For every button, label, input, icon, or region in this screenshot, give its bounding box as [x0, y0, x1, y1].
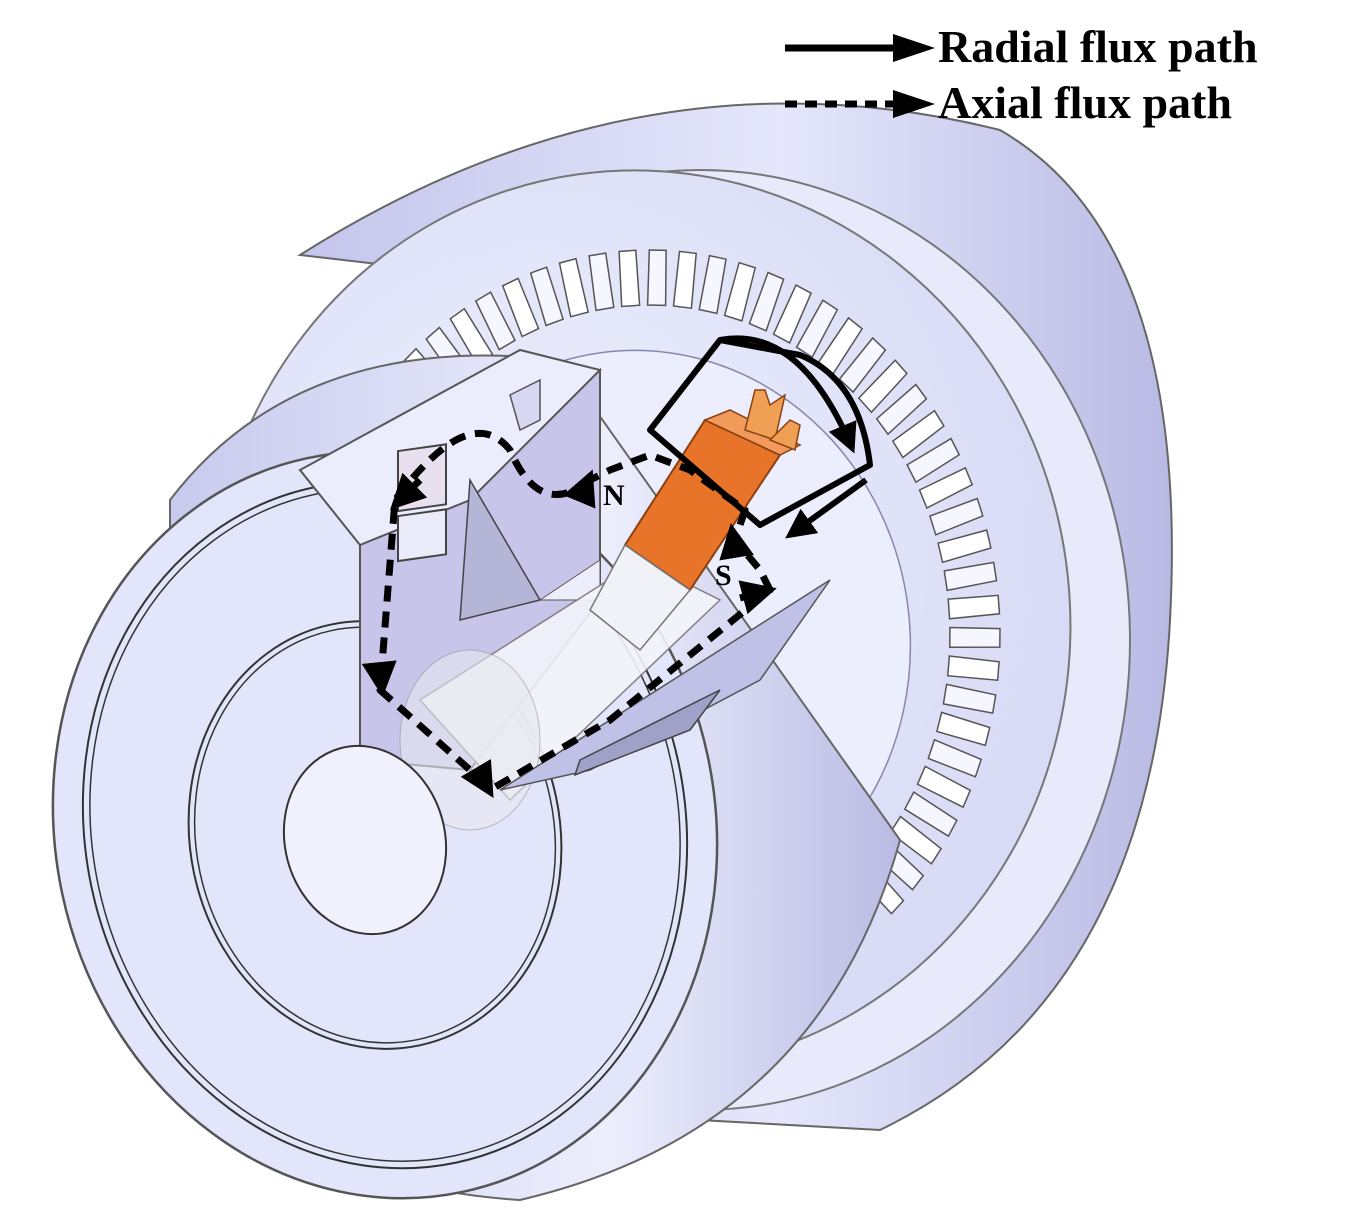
stator-slot [723, 261, 757, 322]
stator-slot [529, 266, 565, 327]
stator-slot [889, 815, 943, 865]
stator-slot [906, 437, 961, 484]
north-pole-label: N [603, 479, 625, 512]
stator-slot [875, 383, 928, 436]
stator-slot [618, 249, 641, 308]
stator-slot [474, 291, 516, 351]
stator-slot [772, 284, 813, 344]
stator-slot [928, 497, 984, 536]
stator-slot [935, 711, 991, 747]
stator-slot [838, 336, 887, 394]
legend: Radial flux path Axial flux path [785, 21, 1258, 128]
stator-slot [937, 529, 992, 564]
stator-slot [949, 626, 1001, 649]
legend-radial-arrowhead [893, 34, 935, 62]
stator-slot [646, 249, 667, 307]
stator-slot [795, 299, 839, 359]
radial-flux-path [647, 335, 873, 539]
stator-slot [927, 738, 983, 778]
stator-slot [903, 791, 958, 838]
stator-slot [942, 683, 997, 714]
stator-slot [943, 561, 998, 592]
stator-slot [946, 655, 1000, 682]
stator-slot [558, 257, 590, 318]
stator-slot [947, 594, 1001, 620]
stator-slot [672, 250, 698, 310]
legend-axial-label: Axial flux path [938, 77, 1232, 128]
legend-axial-arrowhead [893, 90, 935, 118]
stator-slot [891, 409, 945, 459]
permanent-magnet [589, 389, 802, 652]
stator-slot [857, 359, 908, 414]
legend-radial-label: Radial flux path [938, 21, 1258, 72]
cutaway-section [282, 348, 831, 936]
stator-slot [748, 271, 785, 332]
stator-slot [588, 252, 615, 312]
stator-slot [698, 254, 727, 315]
axial-flux-path [361, 429, 777, 799]
south-pole-label: S [715, 559, 732, 592]
stator-slot [918, 466, 974, 510]
stator-slot [916, 765, 972, 809]
stator-slot [501, 277, 540, 338]
